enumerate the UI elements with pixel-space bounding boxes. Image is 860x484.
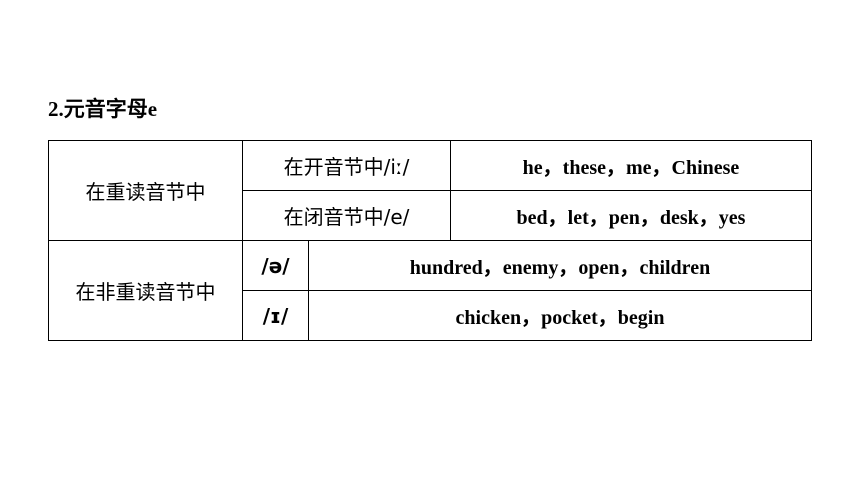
table-row: 在重读音节中 在开音节中/iː/ he，these，me，Chinese (48, 140, 812, 241)
schwa-phoneme-cell: /ə/ (242, 240, 309, 291)
open-syllable-examples: he，these，me，Chinese (450, 140, 812, 191)
short-i-phoneme-cell: /ɪ/ (242, 290, 309, 341)
section-title: 2.元音字母e (48, 97, 158, 121)
table-row: 在闭音节中/e/ bed，let，pen，desk，yes (49, 190, 812, 241)
closed-syllable-examples: bed，let，pen，desk，yes (450, 190, 812, 241)
schwa-examples: hundred，enemy，open，children (308, 240, 812, 291)
short-i-examples: chicken，pocket，begin (308, 290, 812, 341)
table-row: /ɪ/ chicken，pocket，begin (49, 290, 812, 341)
stressed-syllable-cell: 在重读音节中 (48, 140, 243, 241)
table-row: 在非重读音节中 /ə/ hundred，enemy，open，children (48, 240, 812, 341)
vowel-e-pronunciation-table: 在重读音节中 在开音节中/iː/ he，these，me，Chinese 在闭音… (48, 140, 812, 341)
closed-syllable-cell: 在闭音节中/e/ (242, 190, 451, 241)
open-syllable-cell: 在开音节中/iː/ (242, 140, 451, 191)
unstressed-syllable-cell: 在非重读音节中 (48, 240, 243, 341)
